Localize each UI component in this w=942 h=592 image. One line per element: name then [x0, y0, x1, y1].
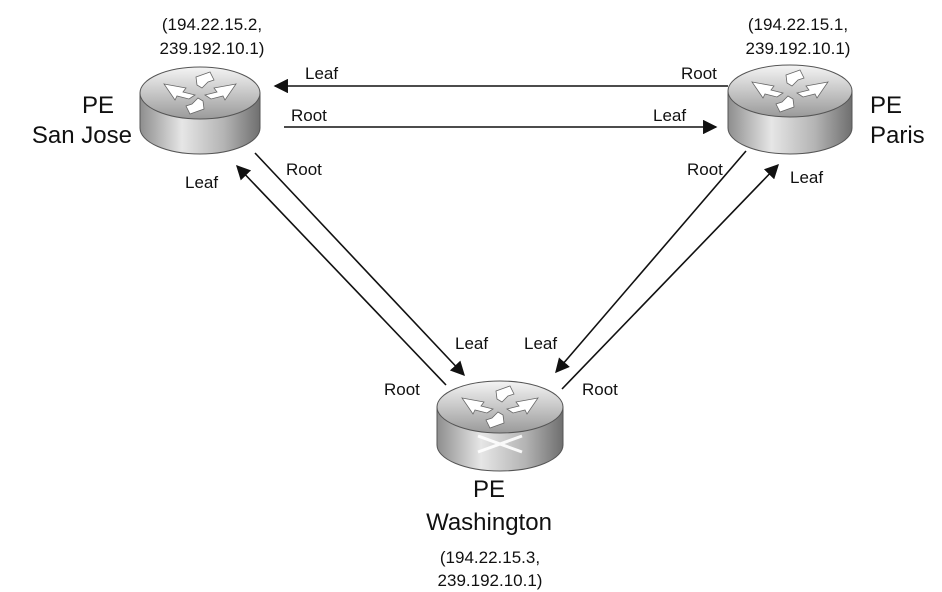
label-sanjose-lower-root: Root: [291, 106, 327, 125]
arrow-washington-to-paris: [561, 163, 779, 390]
paris-address-line1: (194.22.15.1,: [748, 15, 848, 34]
link-sanjose-washington: [236, 152, 465, 386]
paris-address-line2: 239.192.10.1): [746, 39, 851, 58]
router-arrows-icon: [751, 69, 829, 113]
sanjose-name-line2: San Jose: [32, 122, 132, 149]
label-washington-right-root: Root: [582, 380, 618, 399]
sanjose-name-line1: PE: [82, 92, 114, 119]
label-paris-lower-leaf: Leaf: [653, 106, 686, 125]
label-sanjose-diag-leaf: Leaf: [185, 173, 218, 192]
label-paris-upper-root: Root: [681, 64, 717, 83]
router-san-jose: [139, 66, 261, 155]
router-arrows-icon: [461, 385, 539, 429]
label-sanjose-upper-leaf: Leaf: [305, 64, 338, 83]
label-washington-left-leaf: Leaf: [455, 334, 488, 353]
label-washington-left-root: Root: [384, 380, 420, 399]
router-cross-icon: [477, 434, 523, 454]
paris-name-line1: PE: [870, 92, 902, 119]
washington-address-line2: 239.192.10.1): [438, 571, 543, 590]
washington-name-line1: PE: [473, 476, 505, 503]
link-sanjose-paris: [273, 78, 728, 135]
washington-address-line1: (194.22.15.3,: [440, 548, 540, 567]
label-sanjose-diag-root: Root: [286, 160, 322, 179]
arrow-washington-to-sanjose: [236, 164, 447, 386]
router-washington: [436, 380, 564, 472]
router-paris: [727, 64, 853, 155]
label-paris-diag-root: Root: [687, 160, 723, 179]
router-top: [436, 380, 564, 434]
router-top: [139, 66, 261, 120]
washington-name-line2: Washington: [426, 509, 552, 536]
paris-name-line2: Paris: [870, 122, 925, 149]
arrow-paris-to-washington: [555, 150, 747, 374]
sanjose-address-line1: (194.22.15.2,: [162, 15, 262, 34]
link-paris-washington: [555, 150, 779, 390]
label-washington-right-leaf: Leaf: [524, 334, 557, 353]
label-paris-diag-leaf: Leaf: [790, 168, 823, 187]
arrow-sanjose-to-washington: [254, 152, 465, 377]
router-top: [727, 64, 853, 118]
router-arrows-icon: [163, 71, 237, 115]
sanjose-address-line2: 239.192.10.1): [160, 39, 265, 58]
